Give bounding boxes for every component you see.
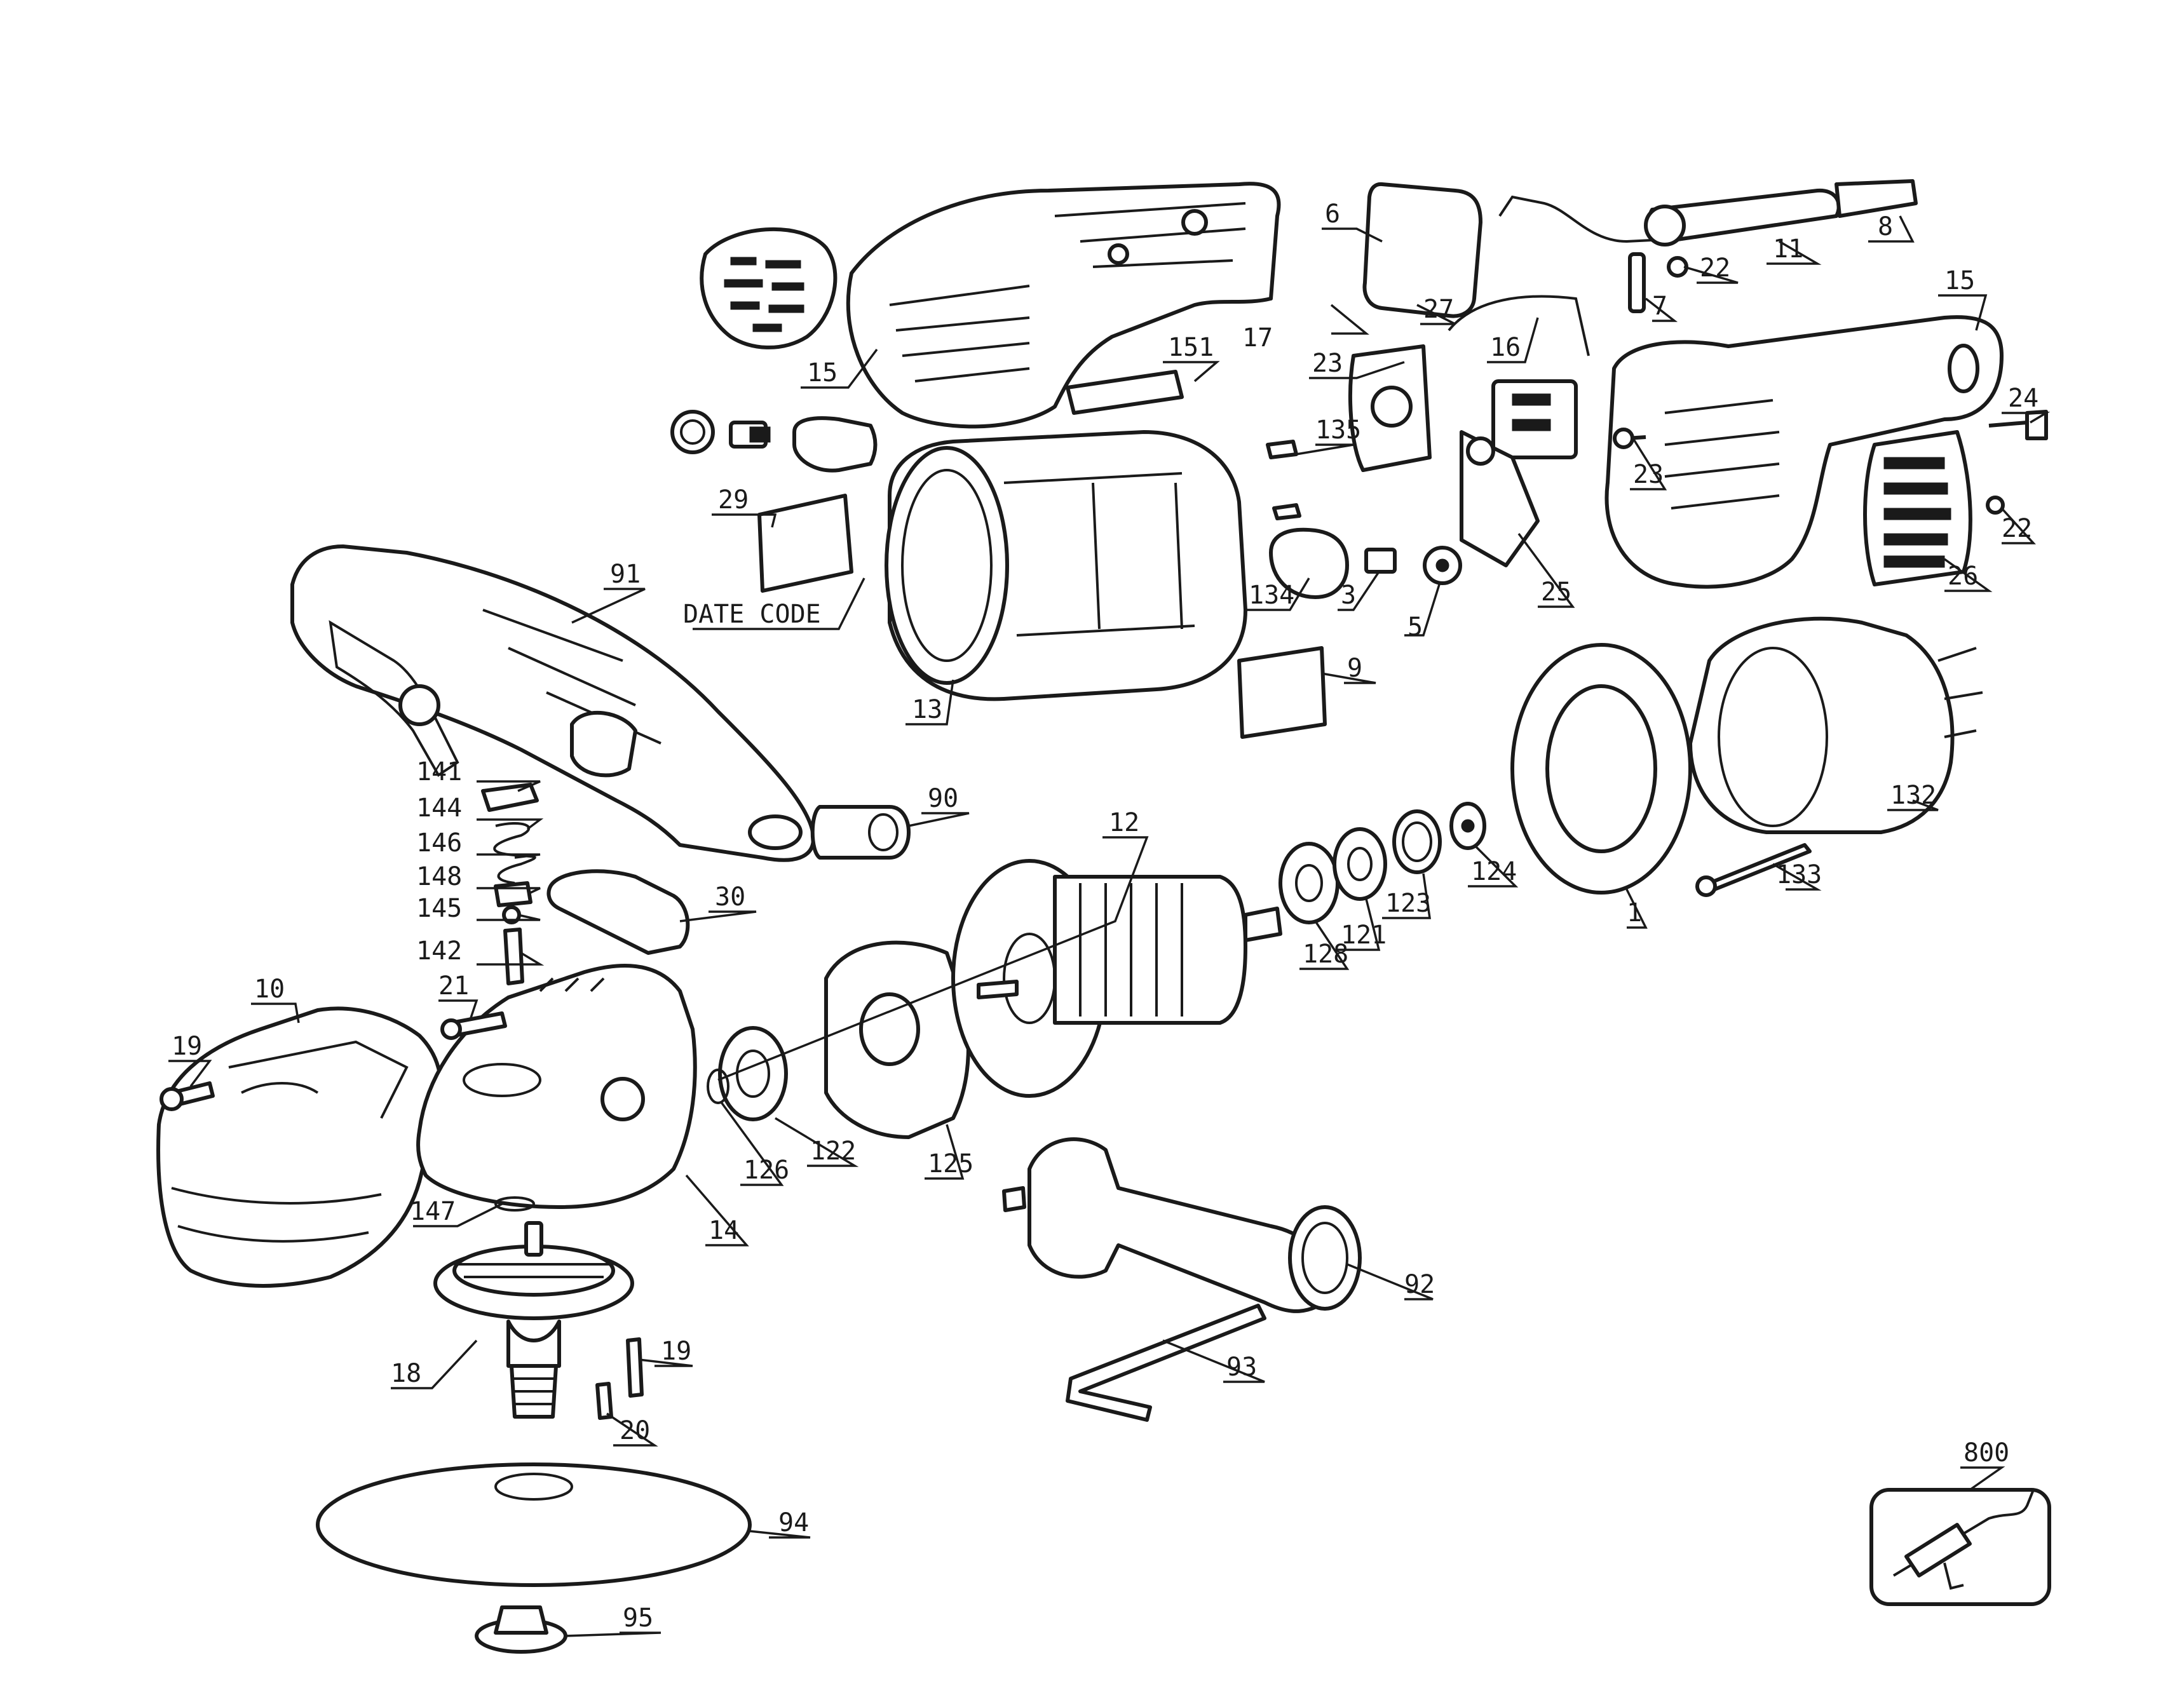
callout-141: 141 <box>416 757 462 787</box>
callout-16: 16 <box>1490 333 1521 362</box>
callout-132: 132 <box>1890 781 1936 810</box>
spindle-gear <box>433 1221 634 1419</box>
callout-123: 123 <box>1385 889 1431 918</box>
leader-lines <box>168 215 2051 1637</box>
callout-21: 21 <box>438 971 469 1001</box>
callout-800: 800 <box>1964 1438 2009 1468</box>
switch-assembly <box>1348 295 1590 567</box>
callout-3: 3 <box>1341 581 1356 610</box>
brush-spring-assembly <box>670 410 878 473</box>
brush-holder-center <box>1266 440 1462 599</box>
callout-19a: 19 <box>172 1032 202 1061</box>
hex-wrench <box>1066 1304 1266 1422</box>
bail-handle <box>290 544 815 862</box>
callout-date-code: DATE CODE <box>683 600 821 629</box>
callout-6: 6 <box>1325 199 1340 229</box>
handle-screw <box>810 805 911 860</box>
rear-handle <box>1604 315 2004 589</box>
callout-91: 91 <box>610 560 641 589</box>
callout-24: 24 <box>2008 384 2038 413</box>
callout-10: 10 <box>254 975 285 1004</box>
field-coil <box>1688 616 1983 834</box>
long-screw-133 <box>1695 843 1812 897</box>
paddle-switch <box>546 869 690 955</box>
callout-9: 9 <box>1347 654 1362 683</box>
callout-27: 27 <box>1423 295 1454 324</box>
field-case <box>885 430 1247 701</box>
callout-30: 30 <box>715 882 745 912</box>
callout-18: 18 <box>391 1359 421 1388</box>
callout-26: 26 <box>1948 562 1978 591</box>
callout-13: 13 <box>912 695 942 724</box>
callout-94: 94 <box>778 1508 809 1537</box>
power-cord <box>1498 179 1918 247</box>
label-stickers <box>757 370 1327 739</box>
rear-vent-grille <box>700 227 838 349</box>
callout-15b: 15 <box>1944 266 1975 295</box>
backing-pad <box>316 1462 752 1587</box>
callout-146: 146 <box>416 828 462 858</box>
callout-19b: 19 <box>661 1337 691 1366</box>
callout-22a: 22 <box>1700 253 1730 283</box>
side-handle <box>1002 1137 1362 1313</box>
callout-128: 128 <box>1303 940 1348 969</box>
callout-5: 5 <box>1407 612 1423 642</box>
magnet-124 <box>1449 802 1486 850</box>
callout-95: 95 <box>623 1604 653 1633</box>
callout-148: 148 <box>416 862 462 891</box>
side-grille <box>1863 430 1972 586</box>
callout-25: 25 <box>1541 577 1571 607</box>
callout-labels: 15 29 DATE CODE 13 151 91 90 12 135 134 … <box>172 199 2038 1633</box>
callout-1: 1 <box>1627 898 1642 928</box>
callout-22b: 22 <box>2002 514 2032 543</box>
callout-145: 145 <box>416 894 462 923</box>
side-screws <box>159 1011 507 1111</box>
snap-ring-126 <box>707 1069 729 1104</box>
end-baffle-ring <box>1510 643 1692 895</box>
callout-122: 122 <box>810 1137 856 1166</box>
callout-15a: 15 <box>807 358 838 388</box>
armature <box>951 859 1282 1098</box>
callout-135: 135 <box>1315 415 1361 445</box>
screws-right <box>1613 410 2048 515</box>
callout-144: 144 <box>416 794 462 823</box>
callout-17: 17 <box>1242 323 1273 353</box>
callout-121: 121 <box>1341 921 1387 950</box>
callout-93: 93 <box>1226 1353 1257 1382</box>
callout-23a: 23 <box>1312 349 1343 378</box>
callout-7: 7 <box>1652 292 1667 321</box>
wheel-guard <box>156 1006 443 1288</box>
bearing-122 <box>718 1026 788 1121</box>
callout-124: 124 <box>1471 857 1517 886</box>
service-kit-box <box>1869 1488 2051 1606</box>
callout-14: 14 <box>709 1216 739 1245</box>
callout-23b: 23 <box>1633 460 1664 489</box>
callout-12: 12 <box>1109 808 1139 837</box>
callout-134: 134 <box>1249 581 1294 610</box>
callout-90: 90 <box>928 784 958 813</box>
callout-29: 29 <box>718 485 749 515</box>
switch-box <box>1362 182 1482 318</box>
callout-125: 125 <box>928 1149 973 1179</box>
callout-11: 11 <box>1773 234 1803 264</box>
bearing-128 <box>1279 842 1340 924</box>
callout-126: 126 <box>743 1156 789 1185</box>
spindle-nut <box>475 1605 567 1654</box>
gear-case <box>416 964 697 1209</box>
housing-half <box>846 182 1281 429</box>
retaining-ring <box>494 1196 644 1420</box>
callout-133: 133 <box>1776 860 1822 889</box>
callout-142: 142 <box>416 936 462 966</box>
callout-20: 20 <box>620 1416 650 1445</box>
spindle-lock-stack <box>481 783 539 985</box>
bearing-121 <box>1333 827 1387 901</box>
callout-8: 8 <box>1878 212 1893 241</box>
callout-92: 92 <box>1404 1270 1435 1299</box>
callout-147: 147 <box>410 1197 456 1226</box>
baffle-125 <box>824 940 970 1139</box>
callout-151: 151 <box>1168 333 1214 362</box>
bearing-sleeve-123 <box>1392 809 1442 874</box>
